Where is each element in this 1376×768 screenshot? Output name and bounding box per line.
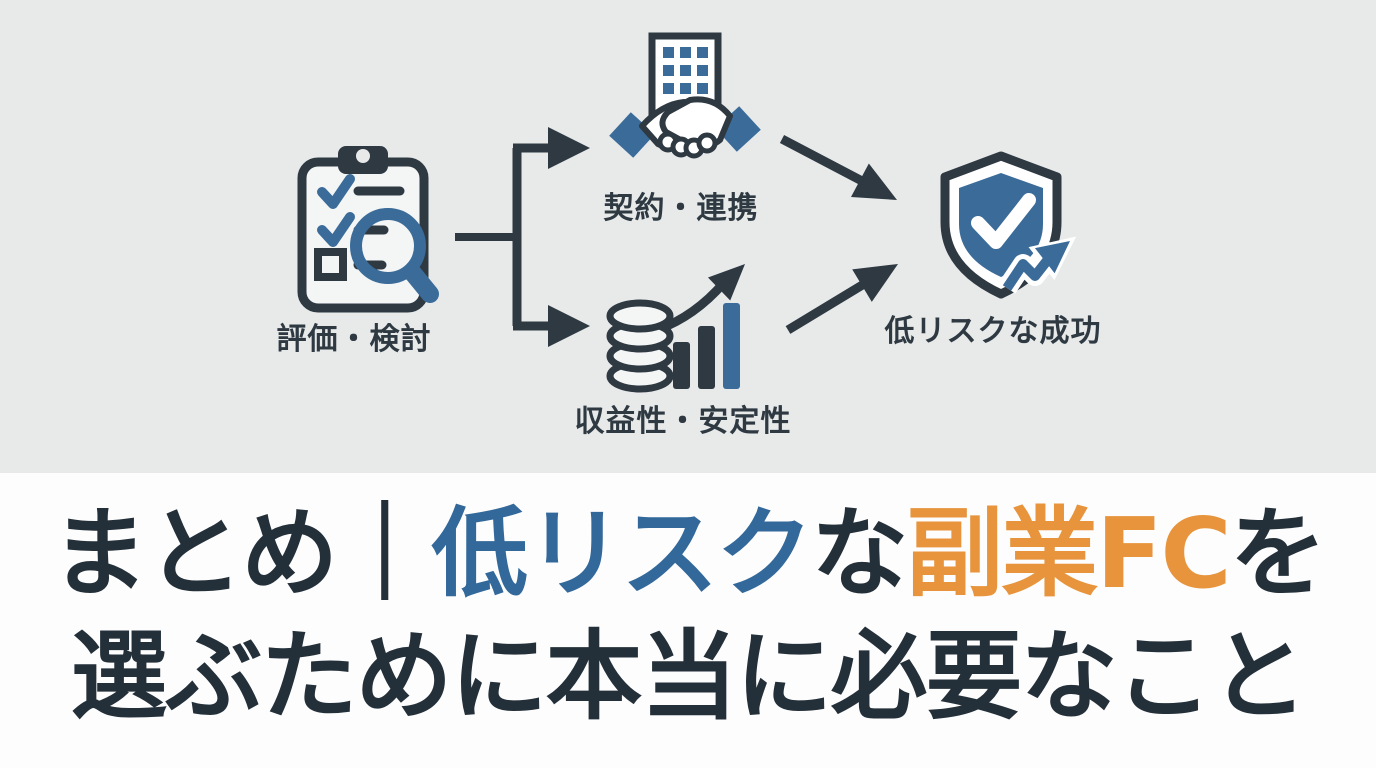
node-label-success: 低リスクな成功 — [884, 314, 1102, 349]
title-segment-wo: を — [1229, 497, 1327, 611]
flow-diagram-graphics — [297, 32, 1077, 393]
arrow-contract-to-success — [779, 135, 897, 200]
clipboard-checklist-magnifier-icon — [297, 146, 439, 313]
building-handshake-icon — [609, 32, 761, 159]
coin-stack — [606, 299, 674, 393]
branch-connector-lines — [455, 127, 590, 347]
bar-chart-bars — [673, 303, 740, 389]
shield-check-trend-icon — [940, 151, 1077, 299]
node-label-evaluation: 評価・検討 — [276, 322, 432, 357]
title-segment-na: な — [811, 497, 908, 611]
arrowhead-to-profitability — [548, 305, 590, 347]
arrowhead-to-contract — [548, 127, 590, 169]
title-segment-fukugyo-fc: 副業FC — [906, 497, 1231, 611]
trend-arrow — [998, 236, 1077, 294]
title-section: まとめ｜低リスクな副業FCを 選ぶために本当に必要なこと — [0, 473, 1376, 768]
arrow-profitability-to-success — [785, 264, 898, 334]
node-label-contract: 契約・連携 — [603, 191, 759, 226]
title-line-1: まとめ｜低リスクな副業FCを — [51, 493, 1327, 615]
title-line-2: 選ぶために本当に必要なこと — [70, 619, 1308, 733]
coins-growth-chart-icon — [606, 264, 745, 393]
building-windows — [663, 47, 708, 94]
title-segment-low-risk: 低リスク — [431, 497, 813, 611]
node-label-profitability: 収益性・安定性 — [574, 404, 792, 439]
growth-curve-arrow — [665, 264, 745, 331]
flow-diagram-section: 評価・検討 契約・連携 収益性・安定性 低リスクな成功 — [0, 0, 1376, 473]
handshake-fingers — [657, 131, 718, 159]
title-segment-matome: まとめ｜ — [51, 497, 433, 611]
